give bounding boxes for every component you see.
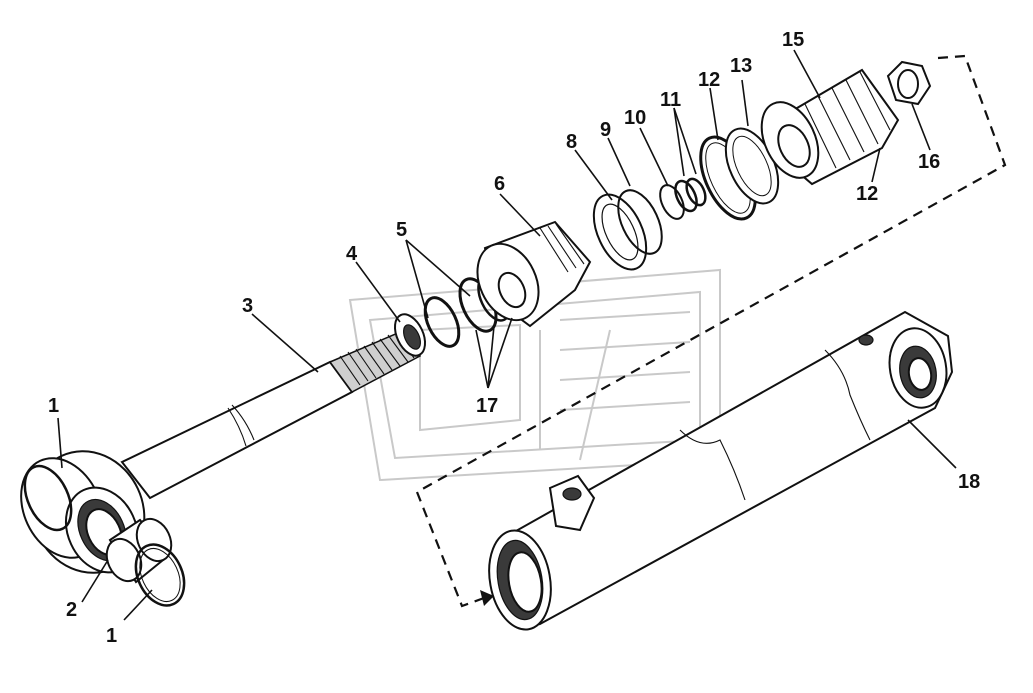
assembly-dashed-arrow	[415, 54, 1007, 608]
callout-16: 16	[918, 151, 940, 173]
callout-2: 2	[66, 599, 77, 621]
callout-1-top: 1	[48, 395, 59, 417]
callout-labels: 1 1 2 3 4 5 6 8 9 10 11 12 13 15 12 16 1…	[48, 29, 980, 647]
callout-4: 4	[346, 243, 358, 265]
rod-seals	[393, 296, 461, 357]
callout-10: 10	[624, 107, 646, 129]
lock-nut	[886, 60, 932, 106]
callout-12-top: 12	[698, 69, 720, 91]
callout-8: 8	[566, 131, 577, 153]
cylinder-tube	[488, 310, 954, 631]
callout-15: 15	[782, 29, 804, 51]
callout-6: 6	[494, 173, 505, 195]
callout-1-bottom: 1	[106, 625, 117, 647]
piston	[760, 68, 900, 186]
callout-12-bottom: 12	[856, 183, 878, 205]
callout-13: 13	[730, 55, 752, 77]
cylinder-head	[476, 220, 592, 328]
callout-11: 11	[660, 89, 681, 111]
callout-9: 9	[600, 119, 611, 141]
callout-5: 5	[396, 219, 407, 241]
callout-17: 17	[476, 395, 498, 417]
piston-seals	[592, 177, 707, 271]
retaining-ring	[23, 464, 186, 607]
callout-3: 3	[242, 295, 253, 317]
callout-18: 18	[958, 471, 980, 493]
piston-rod	[120, 329, 422, 500]
leader-lines	[57, 49, 957, 621]
